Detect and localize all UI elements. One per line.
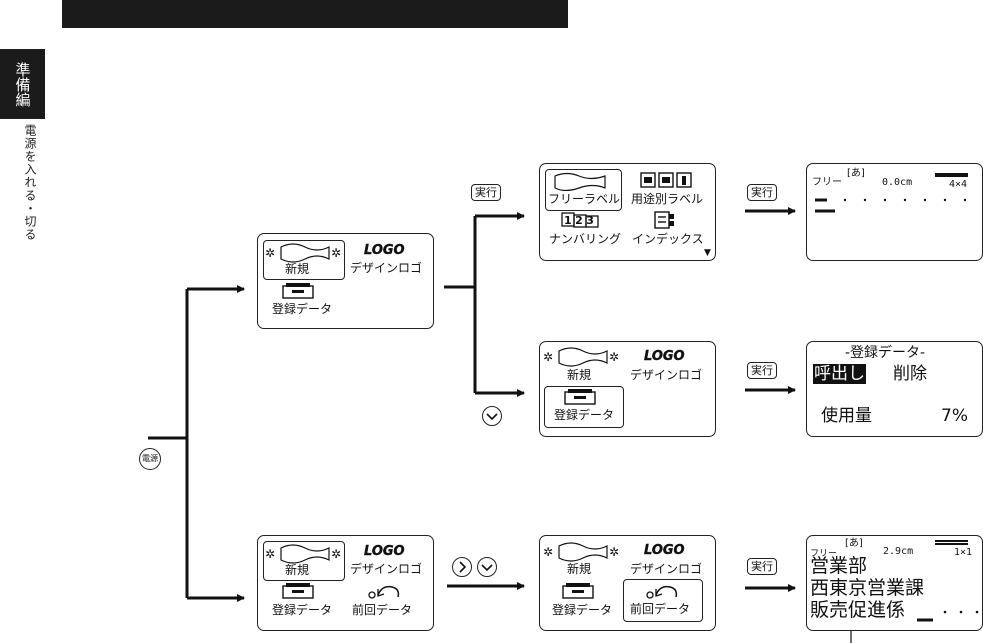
selection-highlight [263, 541, 345, 581]
text-line-3: 販売促進係 [810, 599, 906, 621]
screen-title: -登録データ- [845, 345, 926, 361]
grid-readout: 4×4 [949, 179, 968, 190]
type-free[interactable]: フリーラベル [548, 192, 621, 206]
svg-text:✲: ✲ [543, 350, 553, 364]
registered-data-screen: -登録データ- 呼出し 削除 使用量 7% [806, 341, 983, 437]
mode-label: フリー [812, 177, 842, 188]
execute-key[interactable]: 実行 [747, 558, 777, 575]
down-key[interactable] [477, 557, 497, 577]
drawer-icon [282, 583, 314, 599]
execute-key[interactable]: 実行 [471, 184, 501, 201]
new-label-icon: ✲✲ [265, 243, 341, 263]
execute-key[interactable]: 実行 [747, 362, 777, 379]
svg-text:✲: ✲ [609, 545, 619, 559]
menu-design-logo[interactable]: デザインロゴ [350, 562, 423, 576]
menu-registered[interactable]: 登録データ [554, 408, 615, 422]
new-label-icon: ✲✲ [265, 544, 341, 564]
logo-icon: LOGO [364, 243, 405, 258]
logo-text: LOGO [644, 543, 685, 558]
execute-key[interactable]: 実行 [747, 184, 777, 201]
usage-label: 使用量 [821, 406, 872, 426]
delete-option[interactable]: 削除 [893, 364, 927, 384]
svg-text:✲: ✲ [609, 350, 619, 364]
section-title: 電源を入れる・切る [23, 124, 37, 241]
undo-arrow-icon [368, 585, 400, 599]
usage-value: 7% [941, 406, 968, 426]
menu-design-logo[interactable]: デザインロゴ [350, 261, 423, 275]
chevron-down-icon [481, 564, 493, 572]
logo-icon: LOGO [644, 543, 685, 558]
scroll-down-icon[interactable]: ▼ [704, 248, 711, 258]
label-type-screen: フリーラベル 用途別ラベル 123 ナンバリング インデックス ▼ [539, 163, 716, 261]
input-cursor [917, 610, 979, 622]
selection-highlight [623, 579, 703, 622]
right-key[interactable] [452, 557, 472, 577]
menu-registered[interactable]: 登録データ [272, 603, 333, 617]
input-cursor [815, 198, 967, 213]
selection-highlight [544, 386, 624, 428]
drawer-icon [564, 389, 596, 405]
logo-icon: LOGO [364, 544, 405, 559]
char-mode: [あ] [845, 538, 863, 549]
free-label-icon [554, 172, 606, 191]
mode-label: フリー [810, 549, 838, 559]
selection-highlight [545, 169, 622, 211]
chevron-right-icon [459, 561, 467, 573]
drawer-icon [282, 283, 314, 299]
numbering-digits: 123 [564, 214, 597, 227]
sidebar-tab: 準備編 [0, 49, 45, 119]
index-icon [654, 211, 674, 229]
type-index[interactable]: インデックス [632, 232, 704, 246]
menu-design-logo[interactable]: デザインロゴ [630, 368, 703, 382]
logo-text: LOGO [364, 243, 405, 258]
new-label-icon: ✲✲ [543, 347, 619, 367]
down-key[interactable] [482, 406, 502, 426]
menu-design-logo[interactable]: デザインロゴ [630, 562, 703, 576]
menu-previous[interactable]: 前回データ [630, 602, 691, 616]
length-readout: 2.9cm [883, 546, 914, 557]
svg-text:✲: ✲ [331, 547, 341, 561]
type-numbering[interactable]: ナンバリング [549, 232, 622, 246]
svg-text:✲: ✲ [543, 545, 553, 559]
drawer-icon [562, 583, 594, 599]
chevron-down-icon [486, 413, 498, 421]
recall-option[interactable]: 呼出し [813, 364, 866, 384]
numbering-icon: 123 [561, 212, 599, 228]
undo-arrow-icon [646, 585, 678, 599]
menu-previous[interactable]: 前回データ [352, 603, 413, 617]
menu-new[interactable]: 新規 [567, 562, 592, 576]
logo-text: LOGO [364, 544, 405, 559]
free-input-screen: [あ] フリー 0.0cm 4×4 [806, 163, 983, 261]
text-line-1: 営業部 [810, 555, 868, 577]
new-label-icon: ✲✲ [543, 542, 619, 562]
type-purpose[interactable]: 用途別ラベル [631, 192, 704, 206]
menu-new[interactable]: 新規 [285, 262, 310, 276]
size-indicator [935, 173, 968, 177]
svg-text:✲: ✲ [265, 246, 275, 260]
previous-data-screen: [あ] フリー 2.9cm 1×1 営業部 西東京営業課 販売促進係 [806, 535, 983, 631]
logo-icon: LOGO [644, 349, 685, 364]
menu-screen-previous-selected: ✲✲ 新規 LOGO デザインロゴ 登録データ 前回データ [539, 535, 716, 631]
menu-screen-with-previous: ✲✲ 新規 LOGO デザインロゴ 登録データ 前回データ [257, 535, 434, 631]
purpose-label-icon [640, 172, 692, 188]
selection-highlight [263, 240, 345, 280]
svg-text:✲: ✲ [331, 246, 341, 260]
char-mode: [あ] [847, 168, 865, 179]
menu-screen-start: ✲✲ 新規 LOGO デザインロゴ 登録データ [257, 233, 434, 329]
size-indicator [935, 540, 968, 542]
svg-text:✲: ✲ [265, 547, 275, 561]
menu-new[interactable]: 新規 [285, 563, 310, 577]
menu-new[interactable]: 新規 [567, 368, 592, 382]
menu-screen-registered: ✲✲ 新規 LOGO デザインロゴ 登録データ [539, 341, 716, 437]
size-indicator [935, 543, 968, 545]
length-readout: 0.0cm [882, 177, 913, 188]
grid-readout: 1×1 [954, 547, 973, 558]
power-key[interactable]: 電源 [139, 448, 161, 470]
menu-registered[interactable]: 登録データ [272, 302, 333, 316]
logo-text: LOGO [644, 349, 685, 364]
menu-registered[interactable]: 登録データ [552, 603, 613, 617]
text-line-2: 西東京営業課 [810, 577, 925, 599]
header-bar [62, 0, 568, 28]
